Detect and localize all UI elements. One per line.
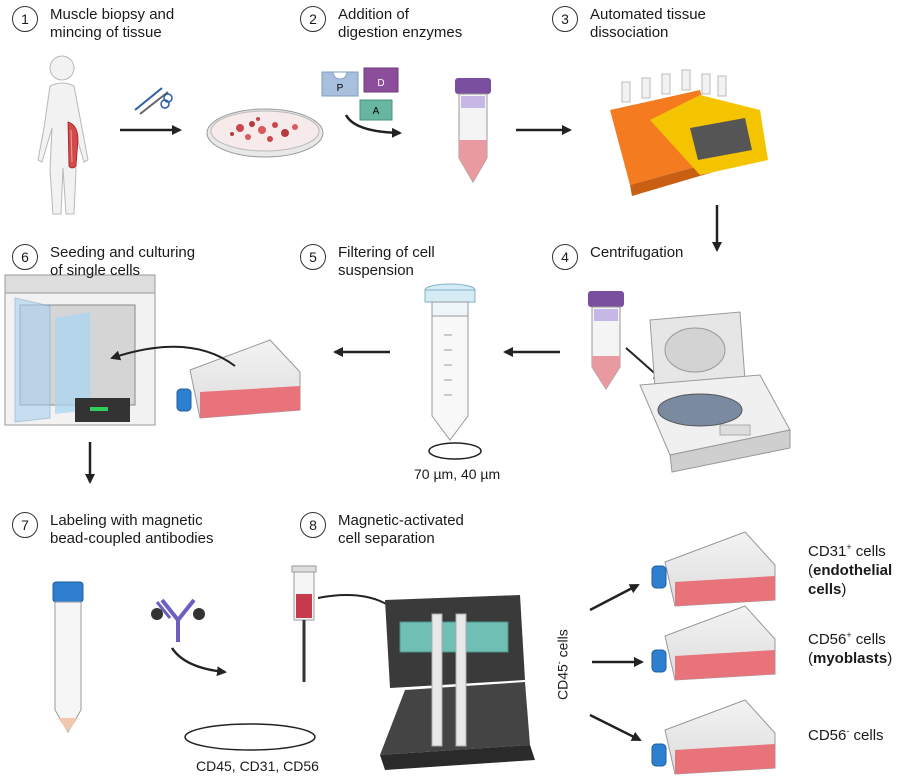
cell-strainer-tube-icon: [424, 283, 476, 441]
step-4: 4 Centrifugation: [552, 244, 683, 270]
result-suffix: cells: [851, 543, 886, 560]
culture-flask-icon: [176, 339, 301, 419]
step-number: 8: [300, 512, 326, 538]
step-number: 2: [300, 6, 326, 32]
step-label: Automated tissue dissociation: [590, 6, 706, 41]
step-number: 4: [552, 244, 578, 270]
arrow-flask-to-incubator: [110, 345, 236, 367]
result-1-label: CD31+ cells (endothelial cells): [808, 542, 893, 598]
step-5: 5 Filtering of cell suspension: [300, 244, 435, 280]
tissue-dissociator-icon: [610, 69, 768, 196]
result-sign: +: [846, 542, 852, 552]
centrifuge-icon: [639, 311, 791, 473]
result-flask-2-icon: [651, 605, 776, 681]
result-flask-3-icon: [651, 699, 776, 775]
step-label: Muscle biopsy and mincing of tissue: [50, 6, 175, 41]
filter-sizes-label: 70 µm, 40 µm: [414, 466, 501, 482]
step-number: 5: [300, 244, 326, 270]
cd45-sup: -: [554, 661, 564, 665]
surgical-tools-icon: [134, 87, 173, 115]
enzyme-a-label: A: [373, 106, 380, 117]
step-label: Centrifugation: [590, 244, 684, 261]
step-label: Seeding and culturing of single cells: [50, 244, 196, 279]
result-sign: -: [846, 726, 850, 736]
step-label: Labeling with magnetic bead-coupled anti…: [50, 512, 214, 547]
result-3-label: CD56- cells: [808, 722, 884, 745]
step-number: 3: [552, 6, 578, 32]
antibodies-label: CD45, CD31, CD56: [196, 758, 319, 774]
conical-tube-icon: [455, 78, 491, 183]
cd45-suffix: cells: [554, 629, 571, 662]
step-label: Filtering of cell suspension: [338, 244, 435, 279]
step-3: 3 Automated tissue dissociation: [552, 6, 706, 42]
result-marker: CD31: [808, 543, 847, 560]
enzyme-shapes-icon: [321, 67, 399, 121]
step-label: Magnetic-activated cell separation: [338, 512, 464, 547]
result-marker: CD56: [808, 727, 847, 744]
step-8: 8 Magnetic-activated cell separation: [300, 512, 464, 548]
magnetic-separator-icon: [380, 595, 535, 770]
step-7: 7 Labeling with magnetic bead-coupled an…: [12, 512, 213, 548]
cd45-negative-label: CD45- cells: [554, 629, 571, 700]
result-suffix: cells: [851, 631, 886, 648]
enzyme-d-label: D: [377, 78, 384, 89]
step-number: 7: [12, 512, 38, 538]
step-6: 6 Seeding and culturing of single cells: [12, 244, 195, 280]
step-number: 6: [12, 244, 38, 270]
incubator-icon: [4, 274, 156, 426]
result-celltype: endothelial cells: [808, 562, 893, 598]
cd45-base: CD45: [554, 664, 571, 700]
arrow-out-1: [589, 583, 640, 612]
step-label: Addition of digestion enzymes: [338, 6, 463, 41]
arrow-out-3: [589, 713, 642, 742]
step-number: 1: [12, 6, 38, 32]
human-figure-icon: [37, 55, 89, 215]
arrow-antibody: [170, 647, 227, 677]
result-celltype: myoblasts: [813, 650, 888, 667]
syringe-column-icon: [291, 565, 317, 682]
rotation-arrow-icon: [428, 442, 482, 460]
labeled-tube-icon: [52, 581, 84, 733]
arrow-enzyme-to-tube: [344, 114, 402, 138]
result-flask-1-icon: [651, 531, 776, 607]
centrifuge-tube-icon: [588, 291, 624, 390]
petri-dish-icon: [206, 108, 324, 158]
result-2-label: CD56+ cells (myoblasts): [808, 630, 893, 667]
antibody-icon: [151, 598, 205, 642]
result-marker: CD56: [808, 631, 847, 648]
result-suffix: cells: [849, 727, 884, 744]
enzyme-p-label: P: [337, 83, 344, 94]
result-sign: +: [846, 630, 852, 640]
rotation-arrow-icon-2: [184, 723, 316, 751]
step-1: 1 Muscle biopsy and mincing of tissue: [12, 6, 174, 42]
step-2: 2 Addition of digestion enzymes: [300, 6, 462, 42]
